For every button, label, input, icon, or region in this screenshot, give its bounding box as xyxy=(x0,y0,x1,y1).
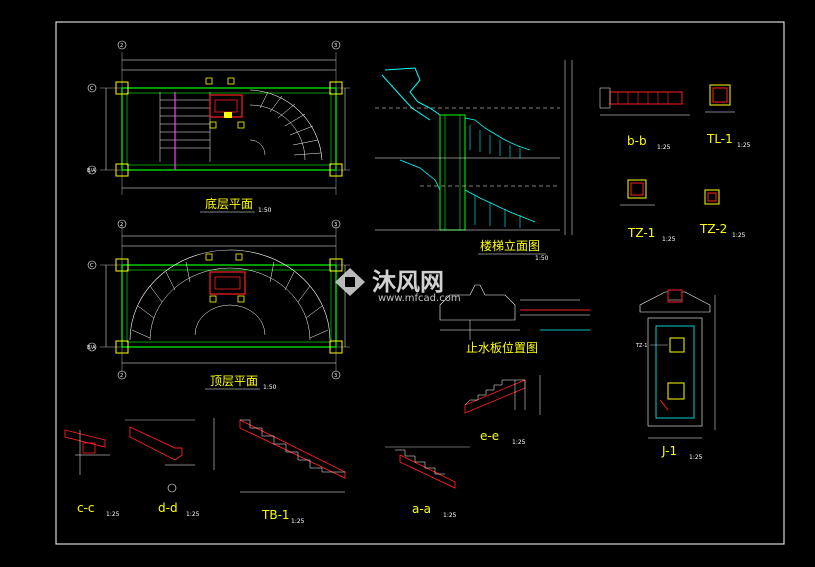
j1-note: TZ-1 xyxy=(635,343,647,349)
watermark-url: www.mfcad.com xyxy=(378,293,461,304)
water-stop-detail: 止水板位置图 xyxy=(439,284,590,355)
section-a-a: a-a 1:25 xyxy=(385,446,470,519)
section-d-d-label: d-d xyxy=(158,501,178,515)
top-axis-2-label: 2 xyxy=(120,222,123,228)
top-axis-c-label: C xyxy=(90,263,94,269)
elevation-title: 楼梯立面图 xyxy=(480,238,540,253)
top-axis-2-bottom-label: 2 xyxy=(120,373,123,379)
top-axis-3-label: 3 xyxy=(334,222,337,228)
section-c-c: c-c 1:25 xyxy=(64,429,120,518)
section-d-d: d-d 1:25 xyxy=(125,419,200,518)
section-tz-2-scale: 1:25 xyxy=(732,232,746,239)
drawing-frame xyxy=(55,21,785,545)
section-tz-2: TZ-2 1:25 xyxy=(699,189,746,239)
section-e-e-label: e-e xyxy=(480,429,499,443)
axis-3-label: 3 xyxy=(334,43,337,49)
slab-tb-1-scale: 1:25 xyxy=(291,518,305,525)
section-tz-1-scale: 1:25 xyxy=(662,236,676,243)
section-e-e-scale: 1:25 xyxy=(512,439,526,446)
section-a-a-scale: 1:25 xyxy=(443,512,457,519)
section-tz-1: TZ-1 1:25 xyxy=(620,179,676,243)
section-b-b-scale: 1:25 xyxy=(657,144,671,151)
water-stop-title: 止水板位置图 xyxy=(466,340,538,355)
axis-c-label: C xyxy=(90,86,94,92)
footing-j-1: TZ-1 J-1 1:25 xyxy=(635,289,716,461)
stair-elevation: 楼梯立面图 1:50 xyxy=(375,60,573,262)
section-d-d-scale: 1:25 xyxy=(186,511,200,518)
ground-plan-title: 底层平面 xyxy=(205,196,253,211)
watermark: 沐风网 www.mfcad.com xyxy=(335,268,461,304)
section-e-e: e-e 1:25 xyxy=(464,375,541,446)
slab-tb-1-label: TB-1 xyxy=(261,508,290,522)
section-c-c-label: c-c xyxy=(77,501,95,515)
top-plan-scale: 1:50 xyxy=(263,384,277,391)
section-tz-2-label: TZ-2 xyxy=(699,222,727,236)
top-floor-plan: 2 3 C B/A 2 3 顶层平面 1:50 xyxy=(87,219,350,391)
footing-j-1-label: J-1 xyxy=(661,444,677,458)
watermark-logo-icon xyxy=(335,268,365,296)
section-b-b: b-b 1:25 xyxy=(599,87,690,151)
top-plan-title: 顶层平面 xyxy=(210,374,258,388)
watermark-brand: 沐风网 xyxy=(372,268,444,296)
axis-2-label: 2 xyxy=(120,43,123,49)
footing-j-1-scale: 1:25 xyxy=(689,454,703,461)
section-c-c-scale: 1:25 xyxy=(106,511,120,518)
section-tl-1-label: TL-1 xyxy=(706,132,733,146)
top-axis-ba-label: B/A xyxy=(87,345,96,351)
ground-floor-plan: 2 3 C B/A 底层平面 1:50 xyxy=(87,40,350,214)
slab-tb-1: TB-1 1:25 xyxy=(213,418,346,525)
elevation-scale: 1:50 xyxy=(535,255,549,262)
top-axis-3-bottom-label: 3 xyxy=(334,373,337,379)
axis-ba-label: B/A xyxy=(87,168,96,174)
section-a-a-label: a-a xyxy=(412,502,431,516)
section-tz-1-label: TZ-1 xyxy=(627,226,655,240)
section-b-b-label: b-b xyxy=(627,134,647,148)
section-tl-1: TL-1 1:25 xyxy=(705,84,751,149)
ground-plan-scale: 1:50 xyxy=(258,207,272,214)
section-tl-1-scale: 1:25 xyxy=(737,142,751,149)
